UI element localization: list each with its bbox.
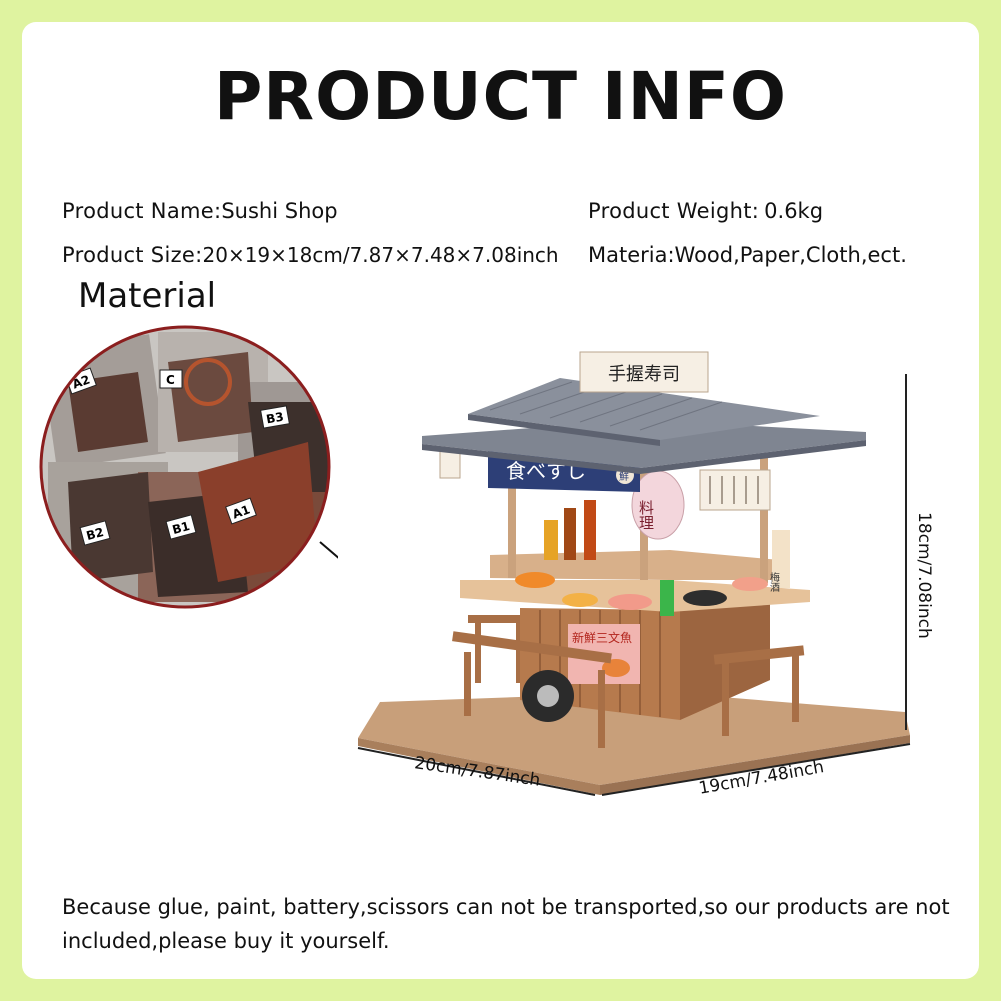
height-dimension-label: 18cm/7.08inch: [914, 512, 934, 639]
bag-tag-b3: B3: [265, 410, 285, 427]
product-name-label: Product Name:: [62, 199, 222, 223]
shipping-note: Because glue, paint, battery,scissors ca…: [62, 895, 950, 953]
product-size-value: 20×19×18cm/7.87×7.48×7.08inch: [202, 243, 559, 267]
bag-tag-a1: A1: [230, 502, 251, 521]
roof-sign-text: 手握寿司: [608, 364, 680, 385]
material-parts-image: A2 C B3 B2 B1 A1: [39, 325, 338, 609]
page-title: PRODUCT INFO: [213, 58, 788, 135]
bag-tag-c: C: [166, 373, 175, 387]
product-name-row: Product Name:Sushi Shop: [62, 199, 338, 223]
product-size-label: Product Size:: [62, 243, 203, 267]
sushi-shop-model-image: 新鮮三文魚 梅酒 料理 食べすし 鮮 手握寿司: [357, 351, 911, 796]
product-name-value: Sushi Shop: [221, 199, 338, 223]
product-weight-label: Product Weight:: [588, 199, 760, 223]
product-weight-row: Product Weight:0.6kg: [588, 199, 823, 223]
product-weight-value: 0.6kg: [764, 199, 824, 223]
material-heading: Material: [78, 276, 217, 316]
bag-tag-b2: B2: [85, 525, 106, 543]
bottle-label: 梅酒: [768, 571, 780, 593]
product-material-row: Materia:Wood,Paper,Cloth,ect.: [588, 243, 907, 267]
bag-tag-a2: A2: [70, 372, 91, 391]
bag-tag-b1: B1: [171, 519, 192, 537]
banner-mark-text: 鮮: [619, 470, 629, 483]
lantern-text: 料理: [637, 500, 655, 530]
product-size-row: Product Size:20×19×18cm/7.87×7.48×7.08in…: [62, 243, 559, 267]
counter-poster-text: 新鮮三文魚: [572, 630, 632, 645]
